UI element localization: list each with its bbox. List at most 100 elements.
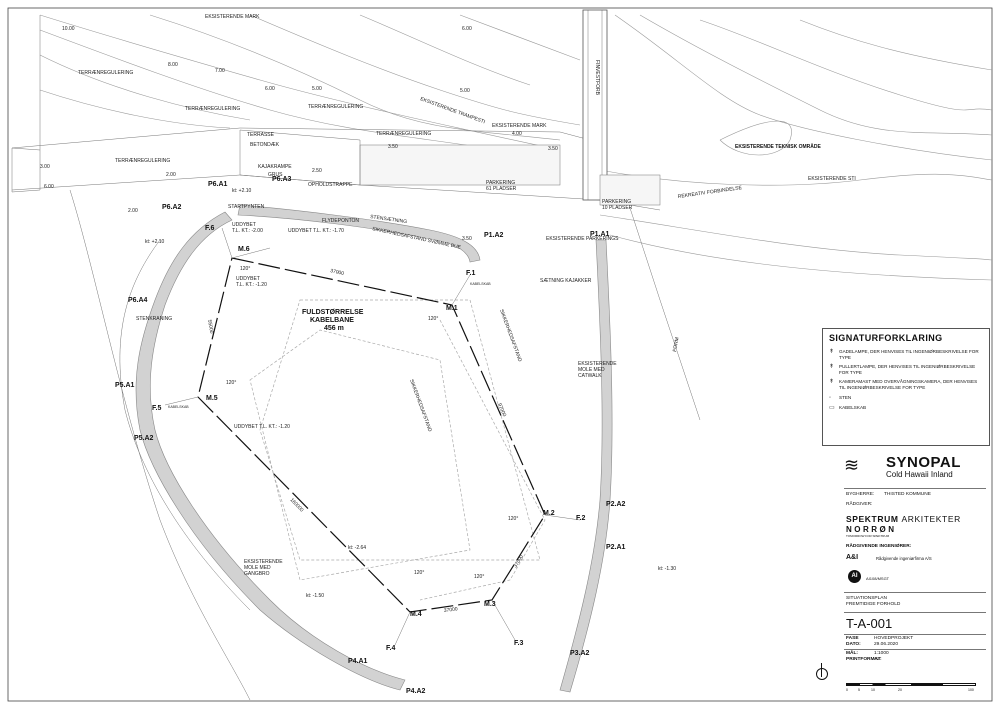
camera-mast-icon: ↟ <box>829 379 835 386</box>
point-p3-a2: P3.A2 <box>570 650 590 657</box>
point-p6-a4: P6.A4 <box>128 297 148 304</box>
phase-value: HOVEDPROJEKT <box>874 636 914 641</box>
marker-f4: F.4 <box>386 645 395 652</box>
legend-item-text: KABELSKAB <box>839 404 867 410</box>
divider <box>844 488 986 489</box>
scale-row: MÅL:1:1000 <box>846 651 986 656</box>
marker-f6: F.6 <box>205 225 214 232</box>
label-pontoon: FLYDEPONTON <box>322 218 359 224</box>
angle-label: 120° <box>226 380 236 386</box>
label-trail: EKSISTERENDE TRAMPESTI <box>419 96 485 125</box>
contour-value: 3.00 <box>40 164 50 170</box>
label-terrain-1: TERRÆNREGULERING <box>78 70 133 76</box>
point-p2-a2: P2.A2 <box>606 501 626 508</box>
brand-subtitle: Cold Hawaii Inland <box>886 470 953 479</box>
stone-icon: ◦ <box>829 394 832 401</box>
label-kayak-ramp: KAJAKRAMPE <box>258 164 292 170</box>
segment-length: 97000 <box>496 402 507 417</box>
point-p5-a1: P5.A1 <box>115 382 135 389</box>
label-kt-1: kt: -2.64 <box>348 545 366 551</box>
label-stone-revetment: STENKRANING <box>136 316 172 322</box>
legend-item: ↟ KAMERAMAST MED OVERVÅGNINGSKAMERA, DER… <box>829 379 983 390</box>
norron-sub: TOMORROW FOR SPEKTRUM <box>846 534 890 538</box>
label-existing-field-mid: EKSISTERENDE MARK <box>492 123 547 129</box>
map-labels: EKSISTERENDE MARK FINVESTFORB TERRÆNREGU… <box>40 14 856 695</box>
contour-value: 2.00 <box>166 172 176 178</box>
label-start-point: STARTPYNTEN <box>228 204 265 210</box>
legend-item: ↟ PULLERTLAMPE, DER HENVISES TIL INGENIØ… <box>829 364 983 375</box>
norron-logo: NORRØN <box>846 525 897 534</box>
label-gravel: GRUS <box>268 172 283 178</box>
label-terrain-4: TERRÆNREGULERING <box>115 158 170 164</box>
drawing-number: T-A-001 <box>846 616 893 631</box>
label-spaces-61: 61 PLADSER <box>486 186 517 192</box>
seal-icon: AI <box>848 570 861 583</box>
marker-f3: F.3 <box>514 640 523 647</box>
contour-value: 6.00 <box>265 86 275 92</box>
legend-item: ◦ STEN <box>829 395 983 401</box>
marker-f5: F.5 <box>152 405 161 412</box>
label-existing-path: EKSISTERENDE STI <box>808 176 856 182</box>
height-value: 3.50 <box>462 236 472 242</box>
label-terrain-5: TERRÆNREGULERING <box>376 131 431 137</box>
contour-value: 6.00 <box>44 184 54 190</box>
segment-length: 55000 <box>206 319 214 334</box>
height-value: 3.50 <box>388 144 398 150</box>
marker-m1: M.1 <box>446 305 458 312</box>
label-depth-3b: T.L. KT.: -1.20 <box>236 282 267 288</box>
point-p6-a2: P6.A2 <box>162 204 182 211</box>
label-existing-parking: EKSISTERENDE PARKERINGS <box>546 236 619 242</box>
ai-sub: Rådgivende ingeniørfirma A/S <box>876 556 932 561</box>
legend-title: SIGNATURFORKLARING <box>829 333 943 343</box>
contour-value: 7.00 <box>215 68 225 74</box>
marker-m2: M.2 <box>543 510 555 517</box>
angle-label: 120° <box>414 570 424 576</box>
point-p6-a1: P6.A1 <box>208 181 228 188</box>
legend-item-text: STEN <box>839 394 852 400</box>
point-p2-a1: P2.A1 <box>606 544 626 551</box>
contour-value: 5.00 <box>460 88 470 94</box>
legend-item: ↟ GADELAMPE, DER HENVISES TIL INGENIØRBE… <box>829 349 983 360</box>
shoreline-moles <box>69 189 613 701</box>
segment-length: 37000 <box>513 554 526 569</box>
label-recreational-connection: REKREATIV FORBINDELSE <box>677 185 743 200</box>
height-value: 2.50 <box>312 168 322 174</box>
label-form: FORM <box>672 337 680 353</box>
contour-value: 8.00 <box>168 62 178 68</box>
scale-tick: 5 <box>858 688 860 692</box>
street-lamp-icon: ↟ <box>829 349 835 355</box>
label-technical-area: EKSISTERENDE TEKNISK OMRÅDE <box>735 143 822 150</box>
point-p5-a2: P5.A2 <box>134 435 154 442</box>
legend-item: ▭ KABELSKAB <box>829 405 983 411</box>
format-row: PRINTFORMAT:A3 <box>846 657 986 662</box>
segment-length: 37000 <box>444 606 459 614</box>
scale-label: MÅL: <box>846 651 858 656</box>
client-label: BYGHERRE: <box>846 492 875 497</box>
label-mole-catwalk-2: MOLE MED <box>578 367 605 373</box>
spektrum-logo: SPEKTRUM ARKITEKTER <box>846 514 961 524</box>
point-p4-a2: P4.A2 <box>406 688 426 695</box>
label-depth-1a: UDDYBET <box>232 222 256 228</box>
ai-logo: A&I <box>846 554 859 561</box>
north-arrow-icon <box>816 663 828 680</box>
point-p1-a2: P1.A2 <box>484 232 504 239</box>
legend-item-text: KAMERAMAST MED OVERVÅGNINGSKAMERA, DER H… <box>839 379 978 390</box>
label-cable-box-1: KABELSKAB <box>470 282 491 286</box>
point-p1-a1: P1.A1 <box>590 231 610 238</box>
marker-f1: F.1 <box>466 270 475 277</box>
marker-m5: M.5 <box>206 395 218 402</box>
label-kt-4: kt: +2.10 <box>145 239 165 245</box>
label-spaces-10: 10 PLADSER <box>602 205 633 211</box>
cable-box-icon: ▭ <box>829 404 835 411</box>
label-stone-setting: STENSÆTNING <box>370 214 408 225</box>
label-kayak-setting: SÆTNING KAJAKKER <box>540 278 592 284</box>
scale-tick: 0 <box>846 688 848 692</box>
scale-bar <box>846 683 976 686</box>
waves-icon: ≋ <box>844 455 859 475</box>
label-kt-5: kt: +2.10 <box>232 188 252 194</box>
marker-f2: F.2 <box>576 515 585 522</box>
contour-value: 4.00 <box>512 131 522 137</box>
label-mole-bridge-2: MOLE MED <box>244 565 271 571</box>
scale-tick: 100 <box>968 688 974 692</box>
